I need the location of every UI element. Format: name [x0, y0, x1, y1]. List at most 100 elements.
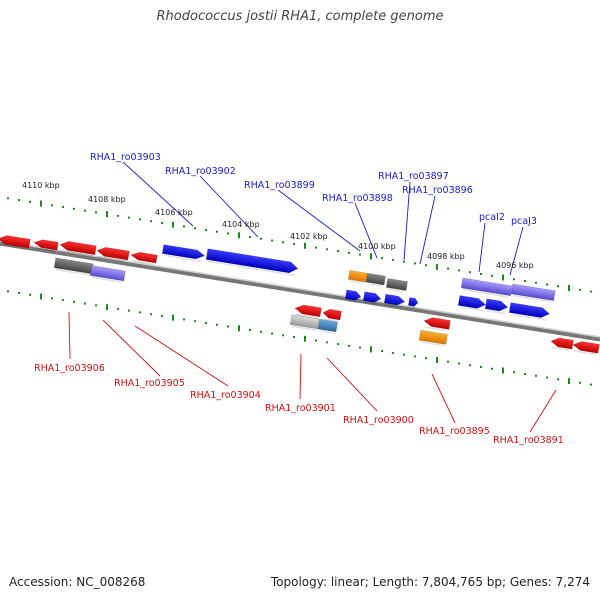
gene-arrow	[347, 270, 368, 285]
gene-shadow	[349, 280, 364, 285]
leader-line	[122, 161, 194, 227]
gene-body	[484, 298, 509, 312]
gene-body	[460, 277, 513, 297]
gene-shadow	[387, 288, 404, 293]
gene-body	[510, 283, 556, 301]
gene-shadow	[385, 304, 402, 309]
label-leader-lines	[68, 161, 557, 433]
scale-labels: 4110 kbp 4108 kbp 4106 kbp 4104 kbp 4102…	[22, 181, 534, 270]
gene-arrow	[385, 278, 408, 293]
gene-shadow	[462, 288, 509, 298]
gene-arrow	[484, 298, 509, 315]
gene-body	[408, 297, 419, 307]
scale-label: 4104 kbp	[222, 220, 260, 229]
gene-body	[508, 302, 551, 318]
gene-shadow	[131, 259, 154, 265]
gene-body	[550, 337, 574, 350]
gene-label[interactable]: RHA1_ro03903	[90, 152, 161, 163]
gene-body	[289, 314, 320, 330]
gene-arrow	[317, 318, 338, 334]
scale-label: 4098 kbp	[427, 252, 465, 261]
leader-line	[326, 357, 378, 412]
gene-arrow	[457, 295, 487, 312]
leader-line	[403, 181, 411, 261]
gene-label[interactable]: pcaJ3	[511, 216, 537, 227]
gene-arrow	[365, 272, 386, 287]
gene-arrow	[53, 257, 94, 276]
gene-shadow	[97, 256, 126, 262]
gene-arrow	[510, 283, 556, 303]
gene-label[interactable]: RHA1_ro03895	[419, 426, 490, 437]
leader-line	[431, 373, 456, 424]
gene-body	[347, 270, 368, 283]
leader-line	[199, 175, 259, 238]
gene-body	[0, 235, 31, 249]
gene-shadow	[424, 326, 447, 332]
gene-body	[385, 278, 408, 291]
gene-label[interactable]: RHA1_ro03901	[265, 403, 336, 414]
gene-label[interactable]: RHA1_ro03904	[190, 390, 261, 401]
leader-line	[529, 389, 557, 433]
gene-body	[572, 341, 600, 354]
gene-arrow	[344, 289, 362, 304]
gene-body	[344, 289, 362, 301]
scale-label: 4106 kbp	[155, 208, 193, 217]
leader-line	[299, 353, 302, 400]
gene-shadow	[319, 330, 334, 334]
gene-track	[0, 235, 600, 356]
scale-label: 4110 kbp	[22, 181, 60, 190]
gene-body	[33, 239, 59, 251]
gene-shadow	[551, 346, 570, 351]
gene-label[interactable]: RHA1_ro03906	[34, 363, 105, 374]
gene-arrow	[89, 265, 126, 283]
gene-shadow	[295, 313, 318, 319]
gene-arrow	[572, 341, 600, 356]
gene-body	[205, 248, 299, 274]
gene-label[interactable]: pcaI2	[479, 212, 505, 223]
gene-arrow	[161, 244, 206, 263]
gene-label[interactable]: RHA1_ro03899	[244, 180, 315, 191]
gene-shadow	[420, 341, 444, 347]
gene-label[interactable]: RHA1_ro03891	[493, 435, 564, 446]
gene-label[interactable]: RHA1_ro03902	[165, 166, 236, 177]
gene-body	[59, 241, 97, 256]
gene-shadow	[364, 301, 378, 306]
gene-label[interactable]: RHA1_ro03900	[343, 415, 414, 426]
gene-arrow	[130, 251, 158, 265]
leader-line	[277, 189, 361, 252]
gene-body	[161, 244, 206, 260]
scale-label: 4100 kbp	[358, 242, 396, 251]
gene-shadow	[0, 244, 27, 251]
genome-title: Rhodococcus jostii RHA1, complete genome	[156, 9, 444, 24]
gene-body	[89, 265, 126, 282]
leader-line	[509, 226, 524, 276]
gene-arrow	[508, 302, 551, 321]
leader-line	[68, 311, 71, 360]
gene-arrow	[408, 297, 419, 309]
gene-arrow	[423, 317, 451, 332]
gene-label[interactable]: RHA1_ro03896	[402, 185, 473, 196]
gene-body	[423, 317, 451, 330]
accession-text: Accession: NC_008268	[9, 575, 146, 589]
gene-label[interactable]: RHA1_ro03898	[322, 193, 393, 204]
gene-arrow	[59, 241, 97, 257]
gene-body	[383, 293, 406, 306]
gene-shadow	[207, 260, 295, 276]
scale-label: 4102 kbp	[290, 232, 328, 241]
leader-line	[478, 222, 486, 273]
gene-label[interactable]: RHA1_ro03897	[378, 171, 449, 182]
gene-body	[457, 295, 487, 309]
scale-label: 4108 kbp	[88, 195, 126, 204]
gene-label[interactable]: RHA1_ro03905	[114, 378, 185, 389]
gene-arrow	[289, 314, 320, 331]
gene-shadow	[409, 306, 416, 309]
topology-text: Topology: linear; Length: 7,804,765 bp; …	[270, 575, 590, 589]
gene-shadow	[291, 325, 316, 331]
gene-shadow	[34, 247, 55, 253]
gene-body	[53, 257, 94, 275]
gene-shadow	[459, 306, 483, 312]
gene-arrow	[294, 304, 322, 319]
gene-body	[418, 329, 448, 345]
gene-shadow	[512, 294, 552, 303]
